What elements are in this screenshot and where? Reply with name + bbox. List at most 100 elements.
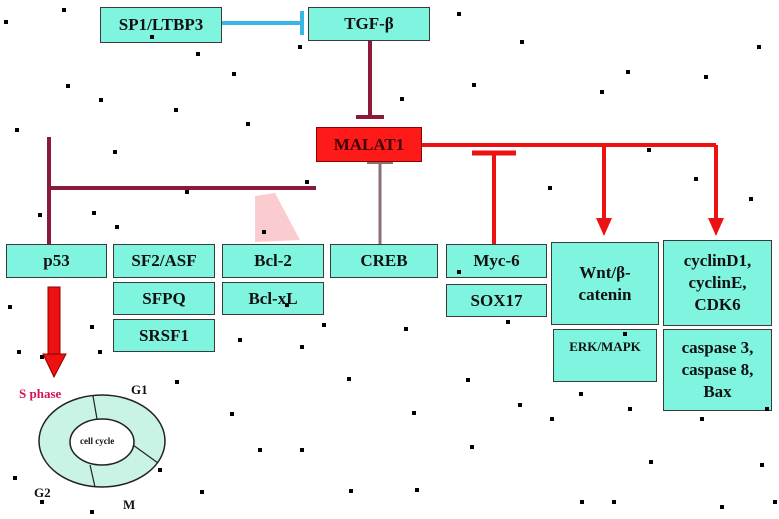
noise-dot	[579, 392, 583, 396]
noise-dot	[40, 355, 44, 359]
noise-dot	[66, 84, 70, 88]
noise-dot	[518, 403, 522, 407]
noise-dot	[38, 213, 42, 217]
noise-dot	[258, 448, 262, 452]
noise-dot	[285, 303, 289, 307]
sp1-ltbp3-node: SP1/LTBP3	[100, 7, 222, 43]
noise-dot	[300, 448, 304, 452]
noise-dot	[305, 180, 309, 184]
noise-dot	[470, 445, 474, 449]
noise-dot	[612, 500, 616, 504]
noise-dot	[40, 500, 44, 504]
noise-dot	[466, 378, 470, 382]
srsf1-node: SRSF1	[113, 319, 215, 352]
cell-cycle-center-label: cell cycle	[80, 436, 115, 446]
noise-dot	[62, 8, 66, 12]
sox17-node: SOX17	[446, 284, 547, 317]
noise-dot	[700, 417, 704, 421]
noise-dot	[246, 122, 250, 126]
caspase-bax-node: caspase 3,caspase 8,Bax	[663, 329, 772, 411]
pink-shading	[255, 193, 300, 242]
noise-dot	[550, 417, 554, 421]
noise-dot	[760, 463, 764, 467]
noise-dot	[347, 377, 351, 381]
noise-dot	[349, 489, 353, 493]
cyclin-arrow-head	[708, 218, 724, 236]
bcl-2-node: Bcl-2	[222, 244, 324, 278]
creb-node: CREB	[330, 244, 438, 278]
noise-dot	[4, 20, 8, 24]
bcl-xl-node: Bcl-xL	[222, 282, 324, 315]
noise-dot	[230, 412, 234, 416]
malat1-node: MALAT1	[316, 127, 422, 162]
noise-dot	[412, 411, 416, 415]
noise-dot	[548, 186, 552, 190]
noise-dot	[472, 83, 476, 87]
noise-dot	[175, 380, 179, 384]
noise-dot	[757, 45, 761, 49]
noise-dot	[92, 211, 96, 215]
g2-label: G2	[34, 485, 51, 500]
noise-dot	[415, 488, 419, 492]
cyclin-cdk6-node: cyclinD1,cyclinE,CDK6	[663, 240, 772, 326]
noise-dot	[15, 128, 19, 132]
noise-dot	[765, 407, 769, 411]
noise-dot	[232, 72, 236, 76]
noise-dot	[113, 150, 117, 154]
noise-dot	[400, 97, 404, 101]
noise-dot	[704, 75, 708, 79]
cell-cycle-divider-3	[89, 464, 96, 488]
noise-dot	[17, 350, 21, 354]
noise-dot	[98, 350, 102, 354]
p53-arrow-head	[42, 353, 67, 379]
noise-dot	[90, 510, 94, 514]
wnt-arrow-head	[596, 218, 612, 236]
noise-dot	[720, 505, 724, 509]
noise-dot	[298, 45, 302, 49]
noise-dot	[115, 225, 119, 229]
noise-dot	[647, 148, 651, 152]
cell-cycle-divider-2	[132, 444, 159, 464]
cell-cycle-inner	[69, 418, 135, 466]
noise-dot	[623, 332, 627, 336]
noise-dot	[238, 338, 242, 342]
noise-dot	[8, 305, 12, 309]
sfpq-node: SFPQ	[113, 282, 215, 315]
noise-dot	[773, 500, 777, 504]
noise-dot	[185, 190, 189, 194]
p53-node: p53	[6, 244, 107, 278]
noise-dot	[457, 270, 461, 274]
erk-mapk-node: ERK/MAPK	[553, 329, 657, 382]
noise-dot	[196, 52, 200, 56]
noise-dot	[749, 197, 753, 201]
s-phase-label: S phase	[19, 386, 62, 401]
g1-label: G1	[131, 382, 148, 397]
noise-dot	[600, 90, 604, 94]
noise-dot	[649, 460, 653, 464]
noise-dot	[506, 320, 510, 324]
noise-dot	[90, 325, 94, 329]
cell-cycle-divider-1	[92, 395, 98, 420]
noise-dot	[628, 407, 632, 411]
noise-dot	[200, 490, 204, 494]
tgf-beta-node: TGF-β	[308, 7, 430, 41]
noise-dot	[13, 476, 17, 480]
noise-dot	[626, 70, 630, 74]
noise-dot	[457, 12, 461, 16]
noise-dot	[99, 98, 103, 102]
p53-arrow-shaft	[47, 286, 61, 356]
sf2-asf-node: SF2/ASF	[113, 244, 215, 278]
myc-6-node: Myc-6	[446, 244, 547, 278]
noise-dot	[174, 108, 178, 112]
noise-dot	[404, 327, 408, 331]
m-label: M	[123, 497, 136, 512]
noise-dot	[158, 468, 162, 472]
noise-dot	[580, 500, 584, 504]
noise-dot	[694, 177, 698, 181]
noise-dot	[300, 345, 304, 349]
noise-dot	[150, 35, 154, 39]
noise-dot	[262, 230, 266, 234]
wnt-beta-catenin-node: Wnt/β-catenin	[551, 242, 659, 325]
noise-dot	[322, 323, 326, 327]
